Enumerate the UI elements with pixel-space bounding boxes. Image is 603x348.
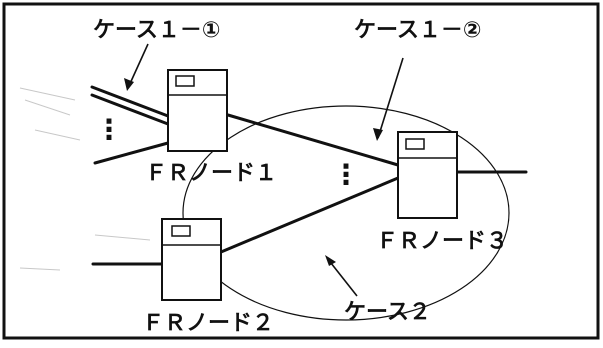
arrowhead-case-1-1 xyxy=(124,78,134,91)
fr-node-1-device xyxy=(167,69,228,152)
ellipsis-node1-inputs: ⋮ xyxy=(95,113,123,146)
ellipsis-node3-links: ⋮ xyxy=(332,158,360,191)
link-line-node2-node3 xyxy=(219,176,400,254)
arrowhead-case-2 xyxy=(325,255,336,266)
label-case-2: ケース２ xyxy=(344,300,431,325)
label-fr-node-3: ＦＲノード３ xyxy=(376,229,508,254)
link-line-node1-input-1 xyxy=(90,85,170,118)
label-case-1-1: ケース１－① xyxy=(93,18,221,43)
label-fr-node-2: ＦＲノード２ xyxy=(142,311,274,336)
fr-node-3-device xyxy=(397,131,458,219)
arrow-case-1-1 xyxy=(127,43,149,89)
fr-node-2-device xyxy=(161,218,222,301)
arrowhead-case-1-2 xyxy=(373,128,383,141)
scan-noise xyxy=(19,87,151,271)
label-case-1-2: ケース１－② xyxy=(354,18,482,43)
case-2-ellipse xyxy=(182,105,510,321)
diagram-frame xyxy=(2,2,600,340)
link-line-node1-input-3 xyxy=(93,141,170,165)
arrow-case-2 xyxy=(326,257,358,297)
link-line-node1-input-2 xyxy=(90,93,170,126)
label-fr-node-1: ＦＲノード１ xyxy=(145,161,277,186)
arrow-case-1-2 xyxy=(377,57,404,139)
link-line-node1-node3 xyxy=(226,113,400,167)
